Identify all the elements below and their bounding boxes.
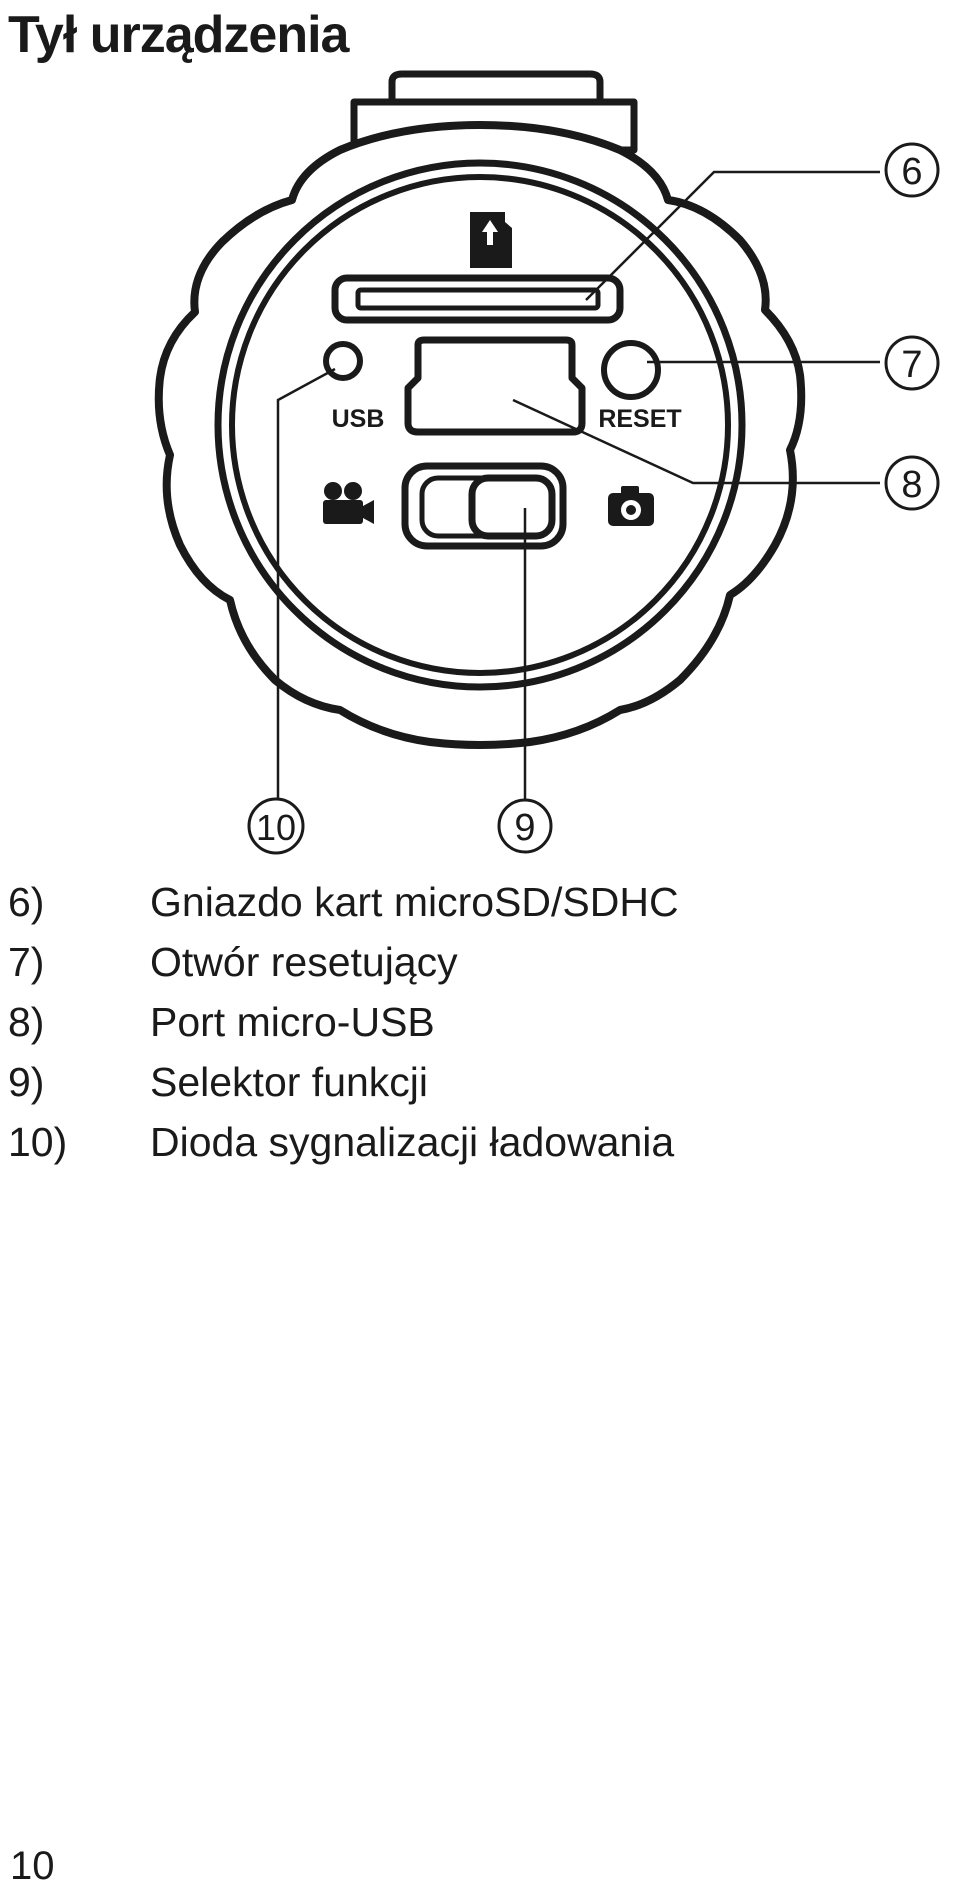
outer-ring: [214, 159, 746, 691]
page-title: Tył urządzenia: [8, 6, 349, 64]
legend-text: Port micro-USB: [150, 999, 435, 1045]
reset-label: RESET: [598, 405, 681, 433]
component-legend: 6) Gniazdo kart microSD/SDHC 7) Otwór re…: [8, 872, 948, 1172]
svg-text:8: 8: [901, 464, 922, 506]
leader-lines: [276, 170, 880, 800]
legend-text: Selektor funkcji: [150, 1059, 429, 1105]
micro-usb-port: [404, 336, 586, 436]
usb-label: USB: [332, 405, 385, 433]
microsd-slot: [331, 274, 624, 324]
callout-7: 7: [884, 335, 940, 391]
charging-led: [323, 341, 363, 381]
legend-number: 8): [8, 999, 45, 1045]
svg-text:7: 7: [901, 344, 922, 386]
page-number: 10: [10, 1844, 55, 1888]
function-selector: [401, 462, 567, 550]
reset-hole: [601, 340, 661, 400]
callout-6: 6: [884, 142, 940, 198]
legend-item: 6) Gniazdo kart microSD/SDHC: [8, 872, 948, 932]
photo-camera-icon: [608, 486, 654, 526]
legend-number: 6): [8, 879, 45, 925]
callout-10: 10: [247, 797, 305, 855]
legend-text: Dioda sygnalizacji ładowania: [150, 1119, 675, 1165]
video-camera-icon: [323, 482, 374, 524]
legend-number: 9): [8, 1059, 45, 1105]
legend-item: 10) Dioda sygnalizacji ładowania: [8, 1112, 948, 1172]
callout-9: 9: [497, 798, 553, 854]
svg-text:6: 6: [901, 151, 922, 193]
legend-text: Gniazdo kart microSD/SDHC: [150, 879, 679, 925]
callout-8: 8: [884, 455, 940, 511]
device-back-diagram: USB RESET 6 7: [154, 70, 940, 855]
legend-text: Otwór resetujący: [150, 939, 458, 985]
sd-card-icon: [470, 212, 512, 268]
legend-number: 7): [8, 939, 45, 985]
legend-item: 8) Port micro-USB: [8, 992, 948, 1052]
legend-number: 10): [8, 1119, 68, 1165]
svg-text:9: 9: [514, 807, 535, 849]
svg-text:10: 10: [256, 807, 296, 848]
legend-item: 9) Selektor funkcji: [8, 1052, 948, 1112]
legend-item: 7) Otwór resetujący: [8, 932, 948, 992]
